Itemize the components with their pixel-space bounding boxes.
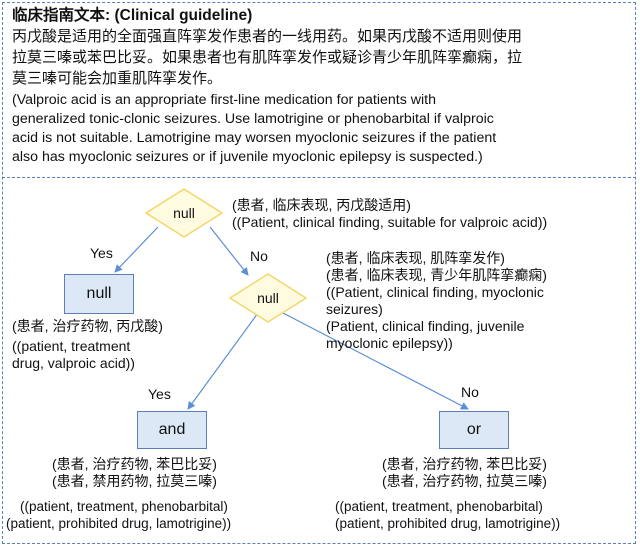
triple-line: (患者, 临床表现, 青少年肌阵挛癫痫) (326, 267, 547, 283)
guideline-en: (Valproic acid is an appropriate first-l… (12, 91, 628, 167)
edge-label-d2-no: No (461, 384, 479, 400)
edge-d1-no (209, 226, 249, 276)
guideline-text: 临床指南文本: (Clinical guideline) 丙戊酸是适用的全面强直… (12, 6, 628, 167)
leaf-valproic-triples: (患者, 治疗药物, 丙戊酸) ((patient, treatment dru… (12, 318, 163, 372)
triple-line: (患者, 禁用药物, 拉莫三嗪) (52, 473, 217, 489)
triple-line: ((Patient, clinical finding, myoclonic (326, 284, 544, 300)
decision-2-label: null (257, 290, 279, 306)
triple-line: seizures) (326, 301, 383, 317)
guideline-en-line: (Valproic acid is an appropriate first-l… (12, 92, 436, 108)
guideline-en-line: acid is not suitable. Lamotrigine may wo… (12, 130, 497, 146)
leaf-and-triples-zh: (患者, 治疗药物, 苯巴比妥) (患者, 禁用药物, 拉莫三嗪) (52, 456, 217, 490)
guideline-title: 临床指南文本: (Clinical guideline) (12, 7, 253, 24)
edge-label-d1-no: No (250, 248, 268, 264)
edge-d2-no (282, 312, 469, 410)
triple-line: ((patient, treatment (12, 338, 131, 354)
triple-line: (患者, 临床表现, 肌阵挛发作) (326, 250, 505, 266)
triple-line: (Patient, clinical finding, juvenile (326, 318, 525, 334)
triple-line: ((patient, treatment, phenobarbital) (335, 499, 543, 514)
triple-zh: (患者, 临床表现, 丙戊酸适用) (232, 197, 411, 213)
decision-diamond-2 (228, 273, 308, 323)
edge-label-d2-yes: Yes (148, 386, 171, 402)
triple-en: ((Patient, clinical finding, suitable fo… (232, 214, 548, 230)
triple-line: (patient, prohibited drug, lamotrigine)) (335, 516, 561, 531)
edge-d1-yes (114, 226, 159, 273)
leaf-and-box: and (137, 411, 207, 449)
triple-line: (患者, 治疗药物, 苯巴比妥) (52, 456, 217, 472)
leaf-valproic-box: null (64, 274, 134, 314)
leaf-and-triples-en: ((patient, treatment, phenobarbital) (pa… (6, 498, 231, 532)
section-divider (2, 177, 636, 178)
edge-d2-yes (187, 312, 259, 410)
triple-line: (患者, 治疗药物, 拉莫三嗪) (382, 473, 547, 489)
guideline-zh-line: 丙戊酸是适用的全面强直阵挛发作患者的一线用药。如果丙戊酸不适用则使用 (12, 28, 523, 45)
guideline-en-line: generalized tonic-clonic seizures. Use l… (12, 111, 494, 127)
leaf-or-triples-zh: (患者, 治疗药物, 苯巴比妥) (患者, 治疗药物, 拉莫三嗪) (382, 456, 547, 490)
decision-1-label: null (173, 205, 195, 221)
triple-line: drug, valproic acid)) (12, 355, 135, 371)
guideline-zh: 丙戊酸是适用的全面强直阵挛发作患者的一线用药。如果丙戊酸不适用则使用 拉莫三嗪或… (12, 26, 628, 89)
triple-line: ((patient, treatment, phenobarbital) (20, 499, 228, 514)
decision-2-triples: (患者, 临床表现, 肌阵挛发作) (患者, 临床表现, 青少年肌阵挛癫痫) (… (326, 250, 547, 352)
triple-line: (患者, 治疗药物, 丙戊酸) (12, 318, 163, 334)
triple-line: (patient, prohibited drug, lamotrigine)) (6, 516, 232, 531)
leaf-or-box: or (439, 411, 509, 449)
decision-1-triples: (患者, 临床表现, 丙戊酸适用) ((Patient, clinical fi… (232, 197, 547, 231)
guideline-zh-line: 莫三嗪可能会加重肌阵挛发作。 (12, 70, 223, 87)
guideline-zh-line: 拉莫三嗪或苯巴比妥。如果患者也有肌阵挛发作或疑诊青少年肌阵挛癫痫，拉 (12, 49, 523, 66)
guideline-en-line: also has myoclonic seizures or if juveni… (12, 149, 483, 165)
decision-diamond-1 (144, 188, 224, 238)
leaf-or-triples-en: ((patient, treatment, phenobarbital) (pa… (335, 498, 560, 532)
triple-line: myoclonic epilepsy)) (326, 335, 453, 351)
edge-label-d1-yes: Yes (90, 245, 113, 261)
triple-line: (患者, 治疗药物, 苯巴比妥) (382, 456, 547, 472)
